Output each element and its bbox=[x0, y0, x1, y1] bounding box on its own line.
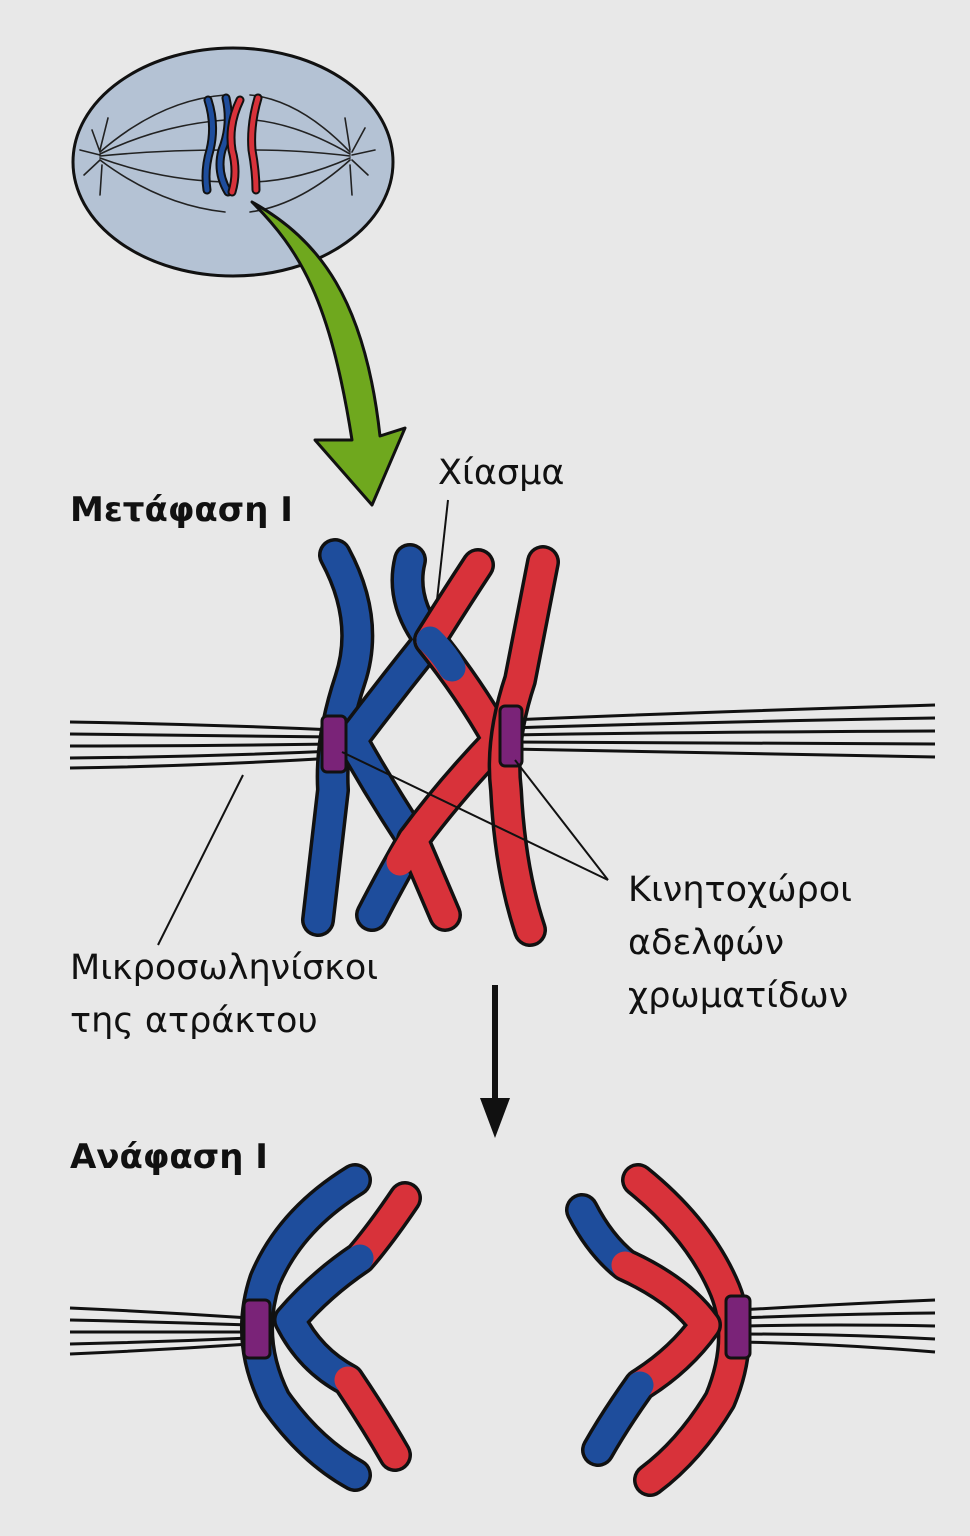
anaphase-left-chromosome bbox=[240, 1163, 422, 1492]
callout-lines bbox=[157, 499, 609, 946]
kinetochores-label-line3: χρωματίδων bbox=[628, 976, 849, 1016]
metaphase-title: Μετάφαση I bbox=[70, 490, 293, 530]
transition-arrow bbox=[480, 985, 510, 1138]
anaphase-right-chromosome bbox=[565, 1163, 752, 1497]
anaphase-title: Ανάφαση I bbox=[70, 1137, 268, 1177]
microtubules-label: Μικροσωληνίσκοι της ατράκτου bbox=[70, 942, 378, 1048]
overview-chromosomes bbox=[201, 93, 263, 197]
metaphase-spindle-fibers bbox=[69, 703, 936, 770]
zoom-arrow bbox=[250, 200, 407, 507]
microtubules-label-line2: της ατράκτου bbox=[70, 1001, 318, 1041]
kinetochores-label-line1: Κινητοχώροι bbox=[628, 870, 853, 910]
overview-cell bbox=[71, 46, 395, 278]
metaphase-kinetochores bbox=[320, 704, 524, 774]
chiasma-label: Χίασμα bbox=[438, 453, 565, 493]
microtubules-label-line1: Μικροσωληνίσκοι bbox=[70, 948, 379, 988]
anaphase-spindle-fibers bbox=[69, 1298, 936, 1356]
kinetochores-label: Κινητοχώροι αδελφών χρωματίδων bbox=[628, 864, 852, 1023]
kinetochores-label-line2: αδελφών bbox=[628, 923, 785, 963]
